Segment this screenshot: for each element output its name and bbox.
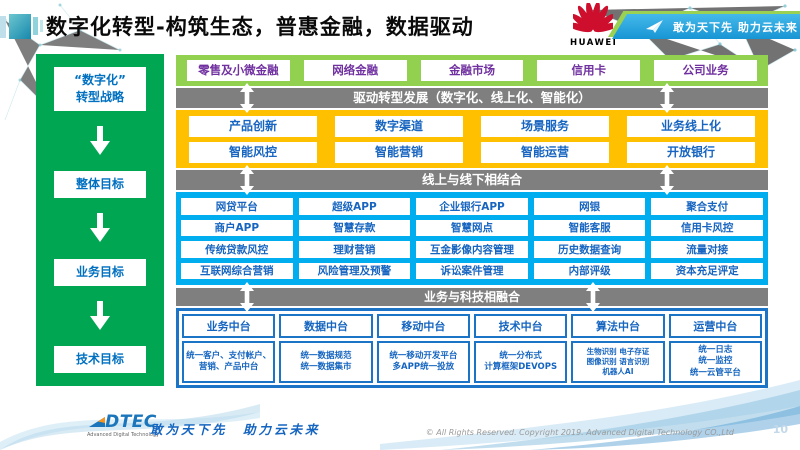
platform-detail: 统一移动开发平台 多APP统一投放 [376,341,470,384]
capability-smart-risk: 智能风控 [189,142,317,163]
online-offline-bar: 线上与线下相结合 [176,170,768,190]
service-cell: 企业银行APP [416,198,528,215]
page-title: 数字化转型-构筑生态，普惠金融，数据驱动 [46,15,474,39]
business-line-financial-market: 金融市场 [420,60,524,81]
platform-title: 运营中台 [668,314,762,338]
platform-title: 移动中台 [376,314,470,338]
title-accent-block [9,14,31,39]
double-arrow-icon [240,282,254,312]
sidebar-item-strategy: “数字化” 转型战略 [54,67,146,111]
drive-transform-bar: 驱动转型发展（数字化、线上化、智能化） [176,88,768,108]
platform-detail: 统一数据规范 统一数据集市 [279,341,373,384]
service-cell: 传统贷款风控 [181,241,293,258]
platform-operation: 运营中台 统一日志 统一监控 统一云管平台 [668,314,762,384]
sidebar-item-business-goal: 业务目标 [54,258,146,286]
huawei-wordmark: HUAWEI [570,38,618,48]
business-line-corporate: 公司业务 [654,60,757,81]
platform-business: 业务中台 统一客户、支付帐户、营销、产品中台 [182,314,276,384]
adtec-wordmark: DTEC [105,412,157,432]
service-cell: 互联网综合营销 [181,262,293,279]
platform-title: 业务中台 [182,314,276,338]
capability-business-online: 业务线上化 [627,116,755,137]
down-arrow-icon [90,213,110,243]
platform-detail: 生物识别 电子存证 图像识别 语言识别 机器人AI [571,341,665,384]
business-line-internet-finance: 网络金融 [303,60,407,81]
platform-title: 技术中台 [474,314,568,338]
swoosh-bottom-right [380,380,800,450]
slogan-banner: 敢为天下先 助力云未来 [612,14,800,39]
double-arrow-icon [660,165,674,195]
footer-tagline: 敢为天下先 助力云未来 [150,422,321,437]
double-arrow-icon [586,282,600,312]
paper-plane-icon [646,19,663,33]
platform-mobile: 移动中台 统一移动开发平台 多APP统一投放 [376,314,470,384]
platform-algorithm: 算法中台 生物识别 电子存证 图像识别 语言识别 机器人AI [571,314,665,384]
huawei-flower-icon [566,1,620,33]
strategy-sidebar: “数字化” 转型战略 整体目标 业务目标 技术目标 [36,54,164,386]
business-line-retail: 零售及小微金融 [187,60,290,81]
service-cell: 智能客服 [533,219,646,236]
service-cell: 资本充足评定 [651,262,763,279]
huawei-logo: HUAWEI [566,1,620,48]
platform-technology: 技术中台 统一分布式 计算框架DEVOPS [474,314,568,384]
banner-slogan-text: 敢为天下先 助力云未来 [673,20,798,34]
middle-platform-section: 业务中台 统一客户、支付帐户、营销、产品中台 数据中台 统一数据规范 统一数据集… [176,308,768,388]
service-cell: 内部评级 [533,262,646,279]
platform-detail: 统一分布式 计算框架DEVOPS [474,341,568,384]
page-number: 10 [772,423,788,436]
title-edge-bar [0,16,6,38]
service-cell: 聚合支付 [651,198,763,215]
capability-smart-operation: 智能运营 [481,142,609,163]
title-accent-stripe-2 [40,20,43,32]
service-cell: 网银 [533,198,646,215]
service-cell: 理财营销 [298,241,411,258]
service-cell: 超级APP [298,198,411,215]
adtec-logo: DTEC Advanced Digital Technology [84,412,162,438]
service-cell: 智慧网点 [416,219,528,236]
title-accent-stripe [33,17,38,35]
service-cell: 流量对接 [651,241,763,258]
service-cell: 商户APP [181,219,293,236]
capability-product-innovation: 产品创新 [189,116,317,137]
double-arrow-icon [240,83,254,113]
platform-title: 数据中台 [279,314,373,338]
capability-digital-channel: 数字渠道 [335,116,463,137]
service-cell: 网贷平台 [181,198,293,215]
business-lines-row: 零售及小微金融 网络金融 金融市场 信用卡 公司业务 [176,55,768,86]
service-cell: 智慧存款 [298,219,411,236]
business-line-credit-card: 信用卡 [537,60,641,81]
services-grid: 网贷平台 超级APP 企业银行APP 网银 聚合支付 商户APP 智慧存款 智慧… [176,192,768,285]
service-cell: 风险管理及预警 [298,262,411,279]
platform-detail: 统一客户、支付帐户、营销、产品中台 [182,341,276,384]
copyright-text: © All Rights Reserved. Copyright 2019. A… [425,428,734,437]
capability-section: 产品创新 数字渠道 场景服务 业务线上化 智能风控 智能营销 智能运营 开放银行 [176,110,768,168]
tech-merge-bar: 业务与科技相融合 [176,288,768,306]
double-arrow-icon [660,83,674,113]
double-arrow-icon [240,165,254,195]
service-cell: 信用卡风控 [651,219,763,236]
adtec-subtitle: Advanced Digital Technology [86,432,160,438]
sidebar-item-tech-goal: 技术目标 [54,346,146,373]
adtec-triangle-icon [89,417,106,427]
capability-open-banking: 开放银行 [627,142,755,163]
down-arrow-icon [90,125,110,155]
service-cell: 互金影像内容管理 [416,241,528,258]
platform-detail: 统一日志 统一监控 统一云管平台 [668,341,762,384]
service-cell: 诉讼案件管理 [416,262,528,279]
capability-smart-marketing: 智能营销 [335,142,463,163]
sidebar-item-overall-goal: 整体目标 [54,171,146,199]
capability-scenario-service: 场景服务 [481,116,609,137]
service-cell: 历史数据查询 [533,241,646,258]
down-arrow-icon [90,300,110,330]
platform-title: 算法中台 [571,314,665,338]
platform-data: 数据中台 统一数据规范 统一数据集市 [279,314,373,384]
